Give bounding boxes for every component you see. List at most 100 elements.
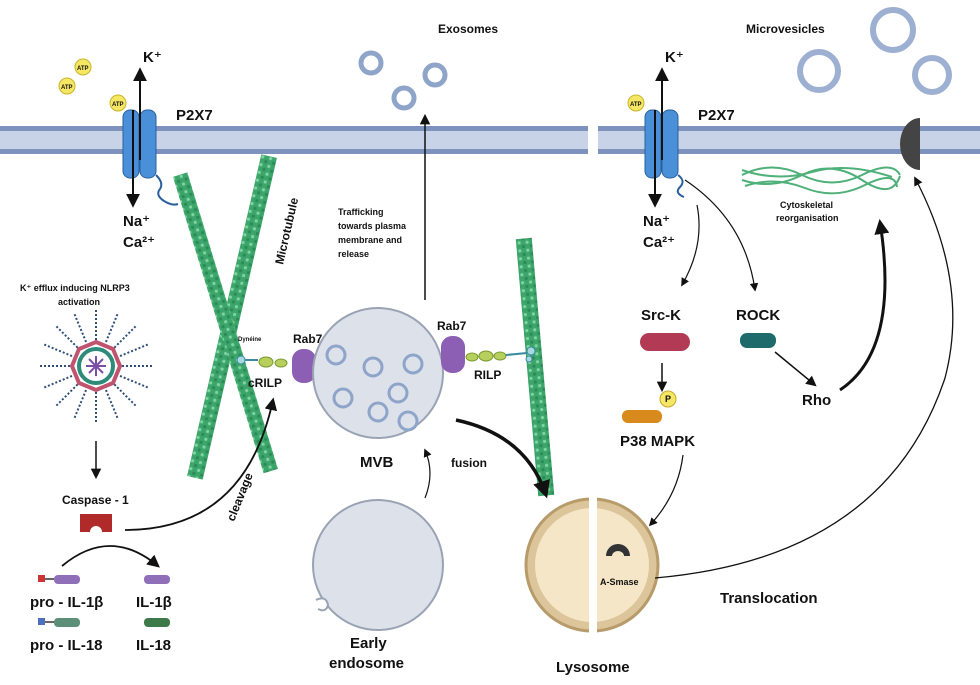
- srck-label: Src-K: [641, 307, 681, 324]
- inflammasome-spoke: [72, 389, 87, 420]
- phosphate-badge-icon: P: [659, 390, 677, 408]
- asmase-label: A-Smase: [600, 577, 639, 587]
- caspase-label: Caspase - 1: [62, 493, 129, 507]
- inflammasome-spoke: [113, 383, 138, 408]
- caspase-icon: [80, 514, 112, 532]
- rab7-right-icon: [441, 336, 465, 373]
- inflammasome-spoke: [72, 312, 87, 343]
- pro-il1b-label: pro - IL-1β: [30, 594, 103, 611]
- k-plus-right-label: K⁺: [665, 49, 684, 66]
- k-plus-left-label: K⁺: [143, 49, 162, 66]
- cleavage-label: cleavage: [224, 471, 256, 524]
- svg-text:ATP: ATP: [112, 102, 124, 108]
- exosomes-label: Exosomes: [438, 22, 498, 36]
- endosome-notch-icon: [315, 597, 330, 612]
- rock-label: ROCK: [736, 307, 780, 324]
- membrane-left: [0, 126, 588, 154]
- membrane-bleb-icon: [900, 118, 920, 170]
- pro-il18-icon: [38, 618, 80, 627]
- microtubule-right-icon: [515, 237, 555, 497]
- svg-text:ATP: ATP: [61, 85, 73, 91]
- na-left-label: Na⁺: [123, 213, 150, 230]
- cytoskeletal-line2: reorganisation: [776, 213, 839, 223]
- caspase-cleavage-arrow: [61, 545, 160, 568]
- p2x7-channel-left-icon: [122, 67, 179, 208]
- asmase-enzyme-icon: [606, 544, 630, 556]
- microtubule-left-icon: [172, 154, 278, 480]
- dyneine-label: Dynéine: [238, 337, 262, 343]
- p2x7-to-srck-arrow: [681, 204, 700, 287]
- k-efflux-line2: activation: [58, 297, 100, 307]
- cleavage-arrow: [124, 397, 278, 531]
- fusion-label: fusion: [451, 456, 487, 470]
- ca-right-label: Ca²⁺: [643, 234, 675, 251]
- cytoskeletal-line1: Cytoskeletal: [780, 200, 833, 210]
- microvesicle-icon: [797, 7, 952, 95]
- il18-icon: [144, 618, 170, 627]
- il1b-icon: [144, 575, 170, 584]
- atp-icon: ATP: [109, 94, 127, 112]
- p38-label: P38 MAPK: [620, 433, 695, 450]
- cytoskeleton-fibers-icon: [741, 166, 901, 195]
- pro-il18-label: pro - IL-18: [30, 637, 103, 654]
- dynein-motor-icon: [236, 355, 288, 368]
- translocation-arrow: [654, 176, 954, 579]
- atp-icon: ATP: [627, 94, 645, 112]
- nlrp3-inflammasome-icon: [38, 308, 154, 424]
- panel-divider-top: [588, 115, 598, 165]
- il1b-label: IL-1β: [136, 594, 172, 611]
- rab7-left-icon: [292, 349, 316, 383]
- svg-text:ATP: ATP: [77, 66, 89, 72]
- svg-text:P: P: [665, 394, 671, 404]
- na-right-label: Na⁺: [643, 213, 670, 230]
- microtubule-label: Microtubule: [272, 196, 301, 266]
- atp-icon: ATP: [58, 77, 76, 95]
- early-endosome-line2: endosome: [329, 655, 404, 672]
- rilp-label: RILP: [474, 368, 501, 382]
- fusion-arrow: [455, 418, 550, 499]
- panel-divider-bottom: [589, 495, 597, 640]
- atp-icon: ATP: [74, 58, 92, 76]
- p2x7-channel-right-icon: [644, 67, 685, 208]
- inflammasome-spoke: [54, 383, 79, 408]
- rock-to-rho-arrow: [774, 351, 817, 387]
- rab7-left-label: Rab7: [293, 332, 323, 346]
- srck-icon: [640, 333, 690, 351]
- ca-left-label: Ca²⁺: [123, 234, 155, 251]
- rho-label: Rho: [802, 392, 831, 409]
- lysosome-label: Lysosome: [556, 659, 630, 676]
- inflammasome-spoke: [42, 375, 73, 390]
- early-endosome-line1: Early: [350, 635, 387, 652]
- microvesicles-label: Microvesicles: [746, 22, 825, 36]
- mvb-intraluminal-vesicles-icon: [325, 344, 424, 432]
- rilp-motor-icon: [465, 346, 536, 363]
- inflammasome-spoke: [54, 324, 79, 349]
- trafficking-line4: release: [338, 249, 369, 259]
- inflammasome-spoke: [113, 324, 138, 349]
- p2x7-right-label: P2X7: [698, 107, 735, 124]
- inflammasome-spoke: [105, 389, 120, 420]
- exosome-vesicles-icon: [358, 50, 448, 111]
- mvb-label: MVB: [360, 454, 394, 471]
- il18-label: IL-18: [136, 637, 171, 654]
- pro-il1b-icon: [38, 575, 80, 584]
- rab7-right-label: Rab7: [437, 319, 467, 333]
- k-efflux-line1: K⁺ efflux inducing NLRP3: [20, 283, 130, 293]
- svg-text:ATP: ATP: [630, 102, 642, 108]
- crilp-label: cRILP: [248, 376, 282, 390]
- rock-icon: [740, 333, 776, 348]
- inflammasome-spoke: [119, 375, 150, 390]
- p38-icon: [622, 410, 662, 423]
- rho-to-cytoskeleton-arrow: [839, 219, 890, 392]
- p2x7-to-rock-arrow: [684, 179, 759, 292]
- translocation-label: Translocation: [720, 590, 818, 607]
- inflammasome-spoke: [42, 342, 73, 357]
- trafficking-line3: membrane and: [338, 235, 402, 245]
- inflammasome-spoke: [105, 312, 120, 343]
- endosome-to-mvb-arrow: [423, 448, 432, 499]
- early-endosome-icon: [312, 499, 444, 631]
- p38-to-lysosome-arrow: [648, 454, 684, 527]
- p2x7-left-label: P2X7: [176, 107, 213, 124]
